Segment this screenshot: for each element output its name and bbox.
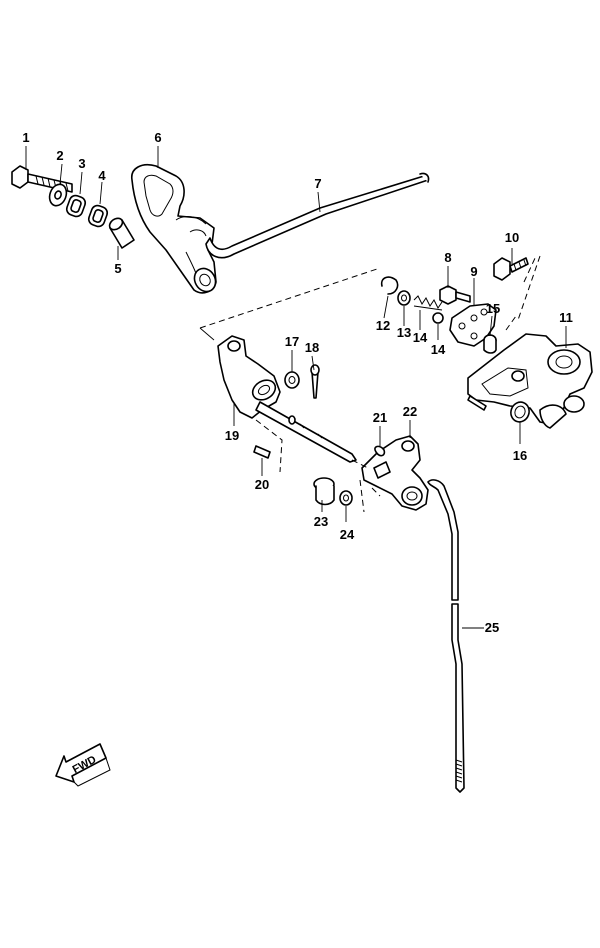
bolt-part-24	[439, 285, 471, 305]
pin-part-25	[483, 334, 497, 354]
shift-shaft-part-4	[217, 335, 357, 463]
callout-24: 8	[444, 250, 451, 265]
washer-part-11	[397, 290, 411, 306]
shift-lever-part-1	[131, 164, 217, 294]
callout-4: 19	[225, 428, 239, 443]
callout-17: 20	[255, 477, 269, 492]
leader-lines	[25, 146, 567, 629]
shift-link-part-7	[361, 435, 429, 511]
callout-labels: 1 2 3 4 5 6 7 8 9 10 11 12 13 14 14 15 1…	[22, 130, 572, 635]
callout-5: 25	[485, 620, 499, 635]
callout-11: 13	[397, 325, 411, 340]
fwd-direction-marker: FWD	[55, 743, 111, 787]
callout-8: 18	[305, 340, 319, 355]
arrow-left-icon	[55, 743, 107, 783]
callout-18: 14	[431, 342, 446, 357]
callout-19: 12	[376, 318, 390, 333]
callout-21: 14	[413, 330, 428, 345]
callout-16: 24	[340, 527, 355, 542]
callout-9: 1	[22, 130, 29, 145]
callout-6: 7	[314, 176, 321, 191]
long-rod-part-5	[427, 479, 465, 793]
callout-2: 9	[470, 264, 477, 279]
callout-22: 23	[314, 514, 328, 529]
cotter-pin-part-8	[310, 364, 320, 399]
washer-part-12	[284, 371, 300, 389]
ball-part-18	[432, 312, 444, 324]
callout-14-second: 4	[98, 168, 106, 183]
o-ring-part-13	[510, 401, 530, 423]
spring-part-21	[413, 295, 443, 311]
callout-15: 5	[114, 261, 121, 276]
callout-10: 2	[56, 148, 63, 163]
callout-1: 6	[154, 130, 161, 145]
pin-part-17	[253, 445, 271, 459]
callout-3: 11	[559, 310, 573, 325]
washer-part-16	[339, 490, 353, 506]
bracket-part-3	[467, 333, 593, 429]
snap-ring-part-19	[380, 276, 399, 295]
clip-part-20	[374, 445, 386, 457]
washer-part-10	[48, 183, 68, 207]
callout-23: 10	[505, 230, 519, 245]
collar-part-15	[108, 217, 135, 249]
callout-14-first: 3	[78, 156, 85, 171]
callout-20: 21	[373, 410, 387, 425]
o-ring-part-14b	[87, 204, 109, 228]
o-ring-part-14a	[65, 194, 87, 218]
assembly-guide-lines	[199, 255, 541, 513]
callout-13: 16	[513, 448, 527, 463]
callout-7: 22	[403, 404, 417, 419]
callout-12: 17	[285, 334, 299, 349]
shift-rod-part-6	[205, 172, 430, 259]
callout-25: 15	[486, 301, 500, 316]
bolt-part-23	[493, 257, 529, 281]
collar-part-22	[313, 477, 335, 506]
